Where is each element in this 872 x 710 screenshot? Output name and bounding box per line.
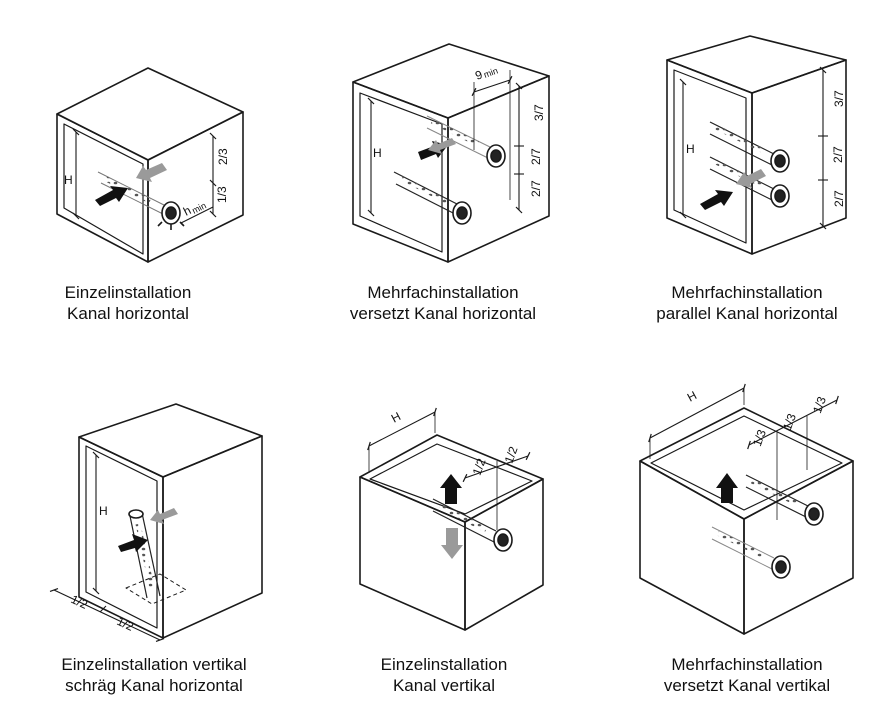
p2-s3-label: 2/7 <box>529 180 543 197</box>
panel-1-figure <box>56 67 244 263</box>
caption-panel-4-line-2: schräg Kanal horizontal <box>65 676 243 695</box>
dimension-labels: H 2/3 1/3 h min H 9 min 3/7 2/7 2/7 H 3/… <box>64 66 846 634</box>
p3-arrow-dark <box>700 190 733 210</box>
p4-opening <box>85 445 158 629</box>
p3-s2-label: 2/7 <box>831 146 845 163</box>
p1-upper-label: 2/3 <box>216 148 230 165</box>
p5-h-label: H <box>389 409 403 425</box>
panel-3-figure <box>666 35 847 255</box>
p1-box-side <box>147 111 244 263</box>
p5-h-dim <box>367 407 437 451</box>
p4-slanted-pipe <box>128 509 161 599</box>
caption-panel-4-line-1: Einzelinstallation vertikal <box>61 655 247 674</box>
p1-lower-label: 1/3 <box>215 186 229 203</box>
p1-opening <box>63 123 144 255</box>
caption-panel-3: Mehrfachinstallation parallel Kanal hori… <box>632 282 862 324</box>
caption-panel-2-line-2: versetzt Kanal horizontal <box>349 304 537 323</box>
p3-h-label: H <box>686 142 695 156</box>
caption-panel-1-line-2: Kanal horizontal <box>67 304 189 323</box>
p1-sensor-head <box>157 201 185 230</box>
p3-box-side <box>751 59 847 255</box>
p1-arrow-dark <box>95 186 128 206</box>
p5-width-dim <box>462 451 531 483</box>
p4-b2-label: 1/2 <box>115 614 136 634</box>
p6-w3-label: 1/3 <box>810 394 829 415</box>
p5-arrow-dark <box>440 474 462 504</box>
caption-panel-6: Mehrfachinstallation versetzt Kanal vert… <box>632 654 862 696</box>
p4-box-top <box>78 403 263 478</box>
p5-box-side <box>464 478 544 631</box>
caption-panel-2-line-1: Mehrfachinstallation <box>367 283 519 302</box>
p2-opening <box>359 92 443 253</box>
p2-box-top <box>352 43 550 119</box>
p2-h-label: H <box>373 146 382 160</box>
p6-h-label: H <box>685 388 699 404</box>
p1-box-front <box>56 113 149 263</box>
p2-arrow-light <box>428 138 456 154</box>
p1-hmin-dim <box>180 206 214 224</box>
caption-panel-6-line-2: versetzt Kanal vertikal <box>663 676 831 695</box>
panel-2-figure <box>352 43 550 263</box>
p1-arrow-light <box>136 163 167 182</box>
p3-upper-pipe <box>709 121 790 173</box>
p2-gap-sub-label: min <box>482 66 499 80</box>
p2-upper-pipe <box>426 115 506 168</box>
p2-lower-pipe <box>393 171 472 225</box>
caption-panel-5: Einzelinstallation Kanal vertikal <box>344 654 544 696</box>
caption-panel-5-line-1: Einzelinstallation <box>380 655 508 674</box>
caption-panel-4: Einzelinstallation vertikal schräg Kanal… <box>34 654 274 696</box>
p6-w2-label: 1/3 <box>780 411 799 432</box>
p6-w1-label: 1/3 <box>750 427 769 448</box>
p4-bottom-dim <box>49 588 165 642</box>
p3-s3-label: 2/7 <box>832 190 846 207</box>
p1-h-label: H <box>64 173 73 187</box>
p2-s1-label: 3/7 <box>532 104 546 121</box>
panel-6-figure <box>639 383 854 635</box>
p5-w1-label: 1/2 <box>470 456 489 477</box>
panel-4-figure <box>49 403 263 642</box>
p4-arrow-dark <box>118 534 148 552</box>
p2-gap-dim <box>471 75 513 97</box>
p6-h-dim <box>648 383 746 443</box>
caption-panel-1: Einzelinstallation Kanal horizontal <box>28 282 228 324</box>
p5-w2-label: 1/2 <box>502 444 521 465</box>
p4-arrow-light <box>150 508 178 524</box>
p3-box-top <box>666 35 847 94</box>
caption-panel-5-line-2: Kanal vertikal <box>392 676 496 695</box>
p4-b1-label: 1/2 <box>69 592 90 612</box>
p4-box-side <box>162 435 263 639</box>
p3-s1-label: 3/7 <box>832 90 846 107</box>
p4-h-label: H <box>99 504 108 518</box>
p3-box-front <box>666 59 753 255</box>
caption-panel-3-line-2: parallel Kanal horizontal <box>656 304 838 323</box>
p5-opening <box>369 443 533 515</box>
p2-box-side <box>447 75 550 263</box>
p6-arrow-dark <box>716 473 738 503</box>
caption-panel-3-line-1: Mehrfachinstallation <box>671 283 823 302</box>
p6-width-dim <box>747 395 839 450</box>
p3-opening <box>673 69 747 244</box>
p5-arrow-light <box>441 528 463 559</box>
p2-box-front <box>352 81 449 263</box>
p2-gap-label: 9 <box>473 67 484 83</box>
p5-sensor-pipe <box>432 498 513 552</box>
p3-arrow-light <box>736 169 766 188</box>
caption-panel-1-line-1: Einzelinstallation <box>64 283 192 302</box>
caption-panel-6-line-1: Mehrfachinstallation <box>671 655 823 674</box>
p1-hmin-sub-label: min <box>190 200 207 216</box>
p6-lower-pipe <box>711 526 791 579</box>
p6-box-top <box>639 407 854 520</box>
caption-panel-2: Mehrfachinstallation versetzt Kanal hori… <box>328 282 558 324</box>
p2-s2-label: 2/7 <box>529 148 543 165</box>
p6-opening <box>650 415 843 511</box>
p1-box-top <box>56 67 244 161</box>
panel-5-figure <box>359 407 544 631</box>
p6-box-side <box>743 460 854 635</box>
